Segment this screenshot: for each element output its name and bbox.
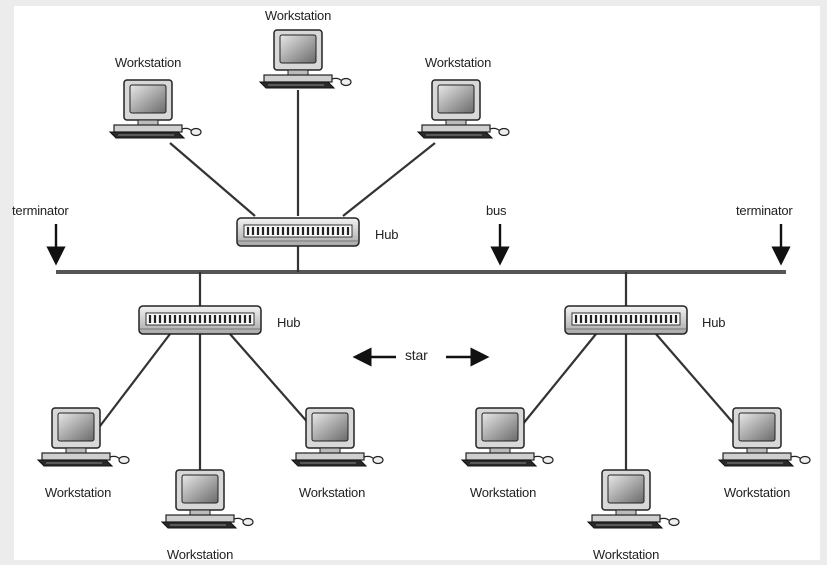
hub-right — [563, 304, 689, 336]
workstation-label-right-a: Workstation — [469, 485, 537, 500]
workstation-label-top-right: Workstation — [424, 55, 492, 70]
workstation-icon-left-b — [161, 469, 254, 529]
hub-label-top: Hub — [375, 227, 399, 242]
workstation-icon-top-left — [109, 79, 202, 139]
cable-connections — [96, 90, 736, 470]
workstation-icon-left-c — [291, 407, 384, 467]
pointer-arrows — [46, 224, 791, 266]
cable-left-hub-to-ws-a — [96, 333, 171, 431]
workstation-label-top-left: Workstation — [114, 55, 182, 70]
workstation-icon-top-right — [417, 79, 510, 139]
terminator-label-left: terminator — [12, 203, 69, 218]
workstation-label-right-c: Workstation — [723, 485, 791, 500]
cable-top-hub-to-ws-left — [169, 142, 256, 217]
workstation-icon-left-a — [37, 407, 130, 467]
terminator-label-right: terminator — [736, 203, 793, 218]
workstation-icon-top-center — [259, 29, 352, 89]
cable-top-hub-to-ws-right — [342, 142, 436, 217]
hub-label-left: Hub — [277, 315, 301, 330]
cable-right-hub-to-ws-a — [517, 333, 597, 431]
workstation-label-left-c: Workstation — [298, 485, 366, 500]
star-label: star — [405, 347, 428, 363]
workstation-label-top-center: Workstation — [264, 8, 332, 23]
hub-label-right: Hub — [702, 315, 726, 330]
hub-left — [137, 304, 263, 336]
cable-right-hub-to-ws-c — [655, 333, 736, 426]
workstation-icon-right-a — [461, 407, 554, 467]
hub-top — [235, 216, 361, 248]
workstation-label-right-b: Workstation — [592, 547, 660, 562]
workstation-icon-right-b — [587, 469, 680, 529]
workstation-label-left-b: Workstation — [166, 547, 234, 562]
bus-label: bus — [486, 203, 507, 218]
workstation-label-left-a: Workstation — [44, 485, 112, 500]
cable-left-hub-to-ws-c — [229, 333, 311, 426]
workstation-icon-right-c — [718, 407, 811, 467]
